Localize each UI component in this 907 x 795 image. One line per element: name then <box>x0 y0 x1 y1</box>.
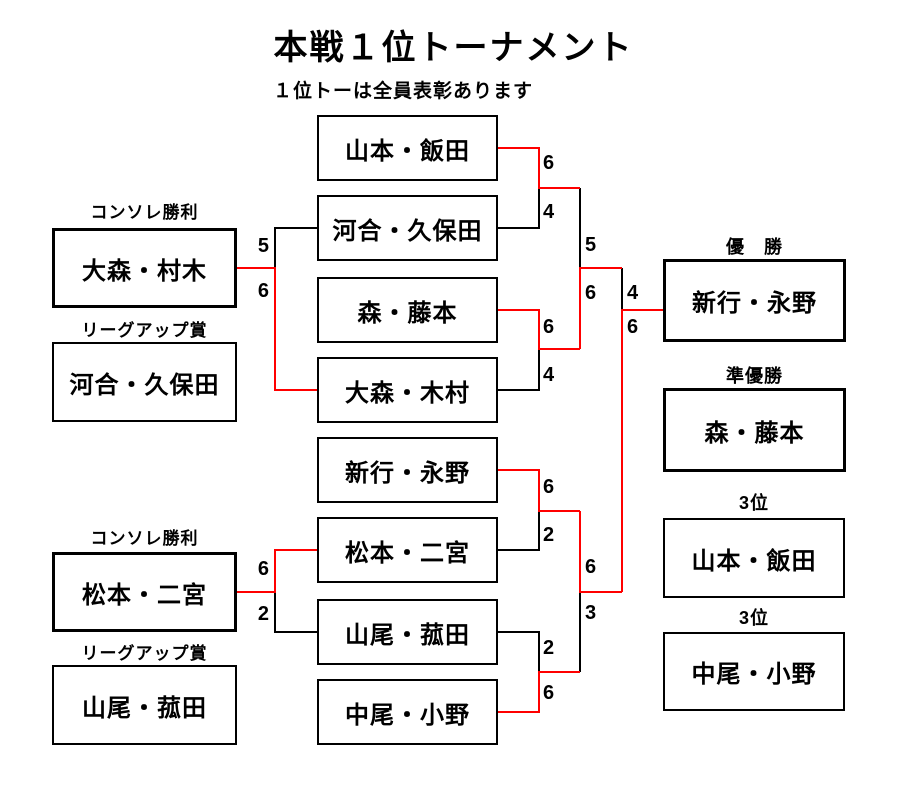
third-place-team-box-nakao-ono: 中尾・小野 <box>663 632 845 711</box>
winner-path <box>498 469 580 512</box>
page-subtitle: １位トーは全員表彰あります <box>272 81 533 102</box>
team-box-mori-fujimoto: 森・藤本 <box>317 277 498 343</box>
score-r1c-top: 6 <box>543 476 555 498</box>
team-box-matsumoto-ninomiya: 松本・二宮 <box>317 517 498 583</box>
team-box-omori-kimura: 大森・木村 <box>317 357 498 423</box>
score-r1b-top: 6 <box>543 316 555 338</box>
score-sf1-bottom: 6 <box>585 282 597 304</box>
score-sf2-top: 6 <box>585 556 597 578</box>
bracket-lines-black <box>274 188 623 672</box>
bracket-line <box>498 188 540 229</box>
team-box-yamamoto-iida: 山本・飯田 <box>317 115 498 181</box>
score-r1d-top: 2 <box>543 637 555 659</box>
bracket-line <box>498 511 540 551</box>
team-box-kawai-kubota: 河合・久保田 <box>317 195 498 261</box>
score-consolation1-top: 5 <box>257 235 269 257</box>
score-consolation2-top: 6 <box>257 558 269 580</box>
bracket-line <box>274 592 317 633</box>
score-sf2-bottom: 3 <box>585 602 597 624</box>
bracket-line <box>274 227 317 268</box>
league-up-prize-label: リーグアップ賞 <box>81 321 208 340</box>
score-consolation1-bottom: 6 <box>257 280 269 302</box>
runner-up-team-box-mori-fujimoto: 森・藤本 <box>663 388 846 472</box>
prize-team-box-kawai-kubota: 河合・久保田 <box>52 342 237 422</box>
champion-team-box-shingyo-nagano: 新行・永野 <box>663 259 846 342</box>
team-box-yamao-komoda: 山尾・菰田 <box>317 599 498 665</box>
score-r1c-bottom: 2 <box>543 524 555 546</box>
score-r1a-bottom: 4 <box>543 201 555 223</box>
score-sf1-top: 5 <box>585 234 597 256</box>
winner-path <box>498 309 580 350</box>
team-box-shingyo-nagano: 新行・永野 <box>317 437 498 503</box>
winner-path <box>498 147 580 189</box>
score-r1a-top: 6 <box>543 152 555 174</box>
consolation-team-box-matsumoto-ninomiya: 松本・二宮 <box>52 552 237 632</box>
consolation-team-box-omori-muraki: 大森・村木 <box>52 228 237 308</box>
prize-team-box-yamao-komoda: 山尾・菰田 <box>52 665 237 745</box>
winner-path <box>621 309 663 592</box>
bracket-line <box>498 631 540 672</box>
champion-label: 優 勝 <box>726 237 783 257</box>
consolation-winner-label: コンソレ勝利 <box>90 203 199 222</box>
winner-path <box>498 671 580 713</box>
winner-path <box>579 511 622 593</box>
consolation-winner-label: コンソレ勝利 <box>90 529 199 548</box>
third-place-team-box-yamamoto-iida: 山本・飯田 <box>663 518 845 598</box>
winner-path <box>237 267 317 391</box>
runner-up-label: 準優勝 <box>726 366 783 386</box>
score-final-top: 4 <box>627 282 639 304</box>
third-place-label: 3位 <box>738 493 769 513</box>
score-final-bottom: 6 <box>627 316 639 338</box>
score-r1b-bottom: 4 <box>543 364 555 386</box>
bracket-line <box>498 349 540 391</box>
winner-path <box>237 549 317 593</box>
score-consolation2-bottom: 2 <box>257 603 269 625</box>
score-r1d-bottom: 6 <box>543 682 555 704</box>
team-box-nakao-ono: 中尾・小野 <box>317 679 498 745</box>
winner-path <box>579 267 622 349</box>
winner-path-lines-red <box>237 147 663 713</box>
page-title: 本戦１位トーナメント <box>273 29 634 67</box>
league-up-prize-label: リーグアップ賞 <box>81 644 208 663</box>
third-place-label: 3位 <box>738 608 769 628</box>
